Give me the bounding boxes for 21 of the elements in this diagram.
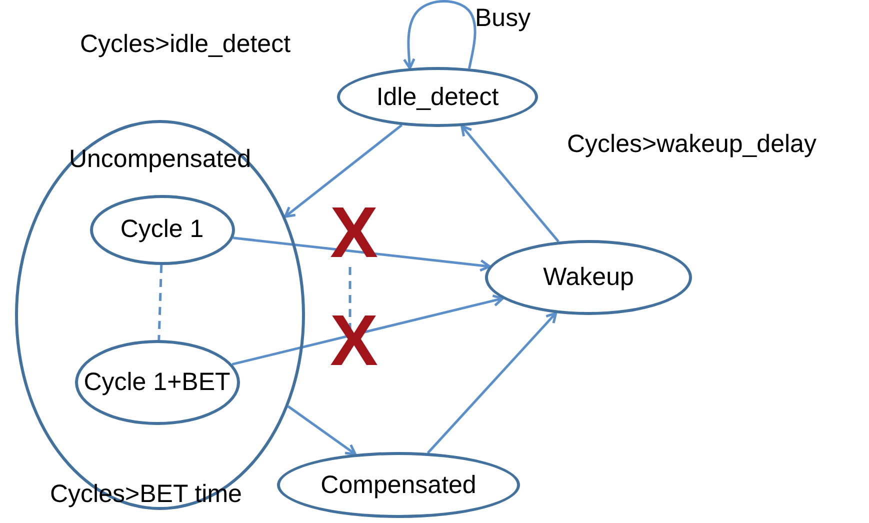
arrow [287,405,356,456]
state-ellipse [15,120,305,510]
dashed-connector [158,264,163,340]
arrow [284,124,403,218]
state-label: Wakeup [543,263,634,292]
edge-label: Busy [475,4,531,33]
state-ellipse [485,240,692,315]
state-ellipse [337,67,538,127]
state-label: Cycle 1 [120,215,204,244]
edge-label: Cycles>idle_detect [80,30,291,59]
edge-label: Cycles>wakeup_delay [567,130,816,159]
state-ellipse [90,194,234,264]
state-label: Compensated [320,470,476,500]
arrow [460,124,560,242]
state-ellipse [74,340,240,424]
arrow [233,236,491,272]
arrow [402,0,476,70]
state-label: Idle_detect [376,82,499,112]
arrow [426,312,558,454]
state-label: Cycle 1+BET [84,368,230,396]
state-ellipse [277,452,520,518]
